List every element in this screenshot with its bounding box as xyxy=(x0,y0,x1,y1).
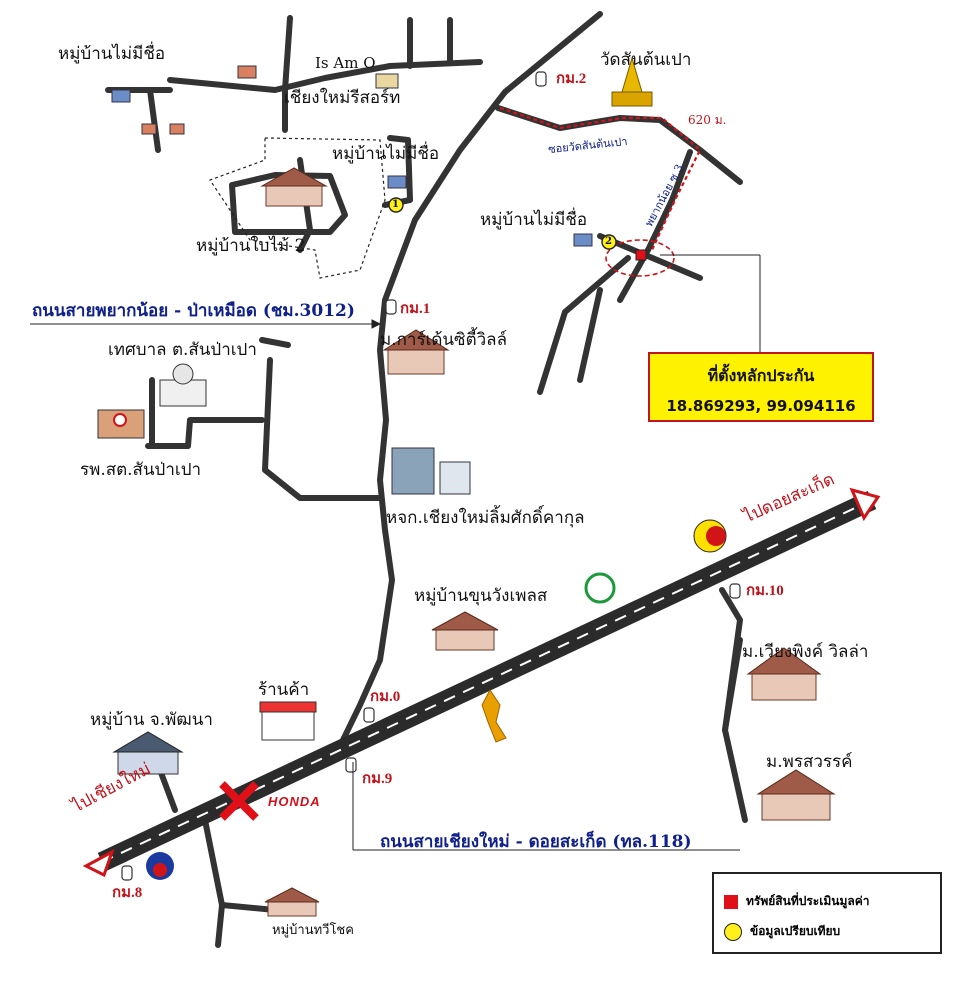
label-village-noname-right: หมู่บ้านไม่มีชื่อ xyxy=(480,210,588,230)
hospital-icon xyxy=(97,409,145,439)
callout-title: ที่ตั้งหลักประกัน xyxy=(707,366,815,385)
logo-thailand-map-icon xyxy=(481,689,507,743)
legend-asset-label: ทรัพย์สินที่ประเมินมูลค่า xyxy=(746,894,870,908)
arrow-to-chiang-mai xyxy=(82,848,115,878)
route-dotted-red xyxy=(499,106,702,251)
comparable-markers xyxy=(388,197,617,250)
label-chor-pattana: หมู่บ้าน จ.พัฒนา xyxy=(90,710,213,730)
asset-square-icon xyxy=(724,894,738,909)
label-road-118: ถนนสายเชียงใหม่ - ดอยสะเก็ด (ทล.118) xyxy=(380,832,692,852)
logo-shell-like-icon xyxy=(693,519,727,553)
asset-marker xyxy=(635,249,647,261)
label-road-3012: ถนนสายพยากน้อย - ป่าเหมือด (ชม.3012) xyxy=(32,301,355,321)
house-icon-baimai xyxy=(260,167,328,207)
km-marker-0: กม.0 xyxy=(370,689,401,705)
label-wat: วัดสันต้นเปา xyxy=(600,50,692,70)
building-icon-limsakdi xyxy=(391,447,471,495)
legend-row-asset: ทรัพย์สินที่ประเมินมูลค่า xyxy=(724,892,870,911)
small-house-icons xyxy=(111,65,593,247)
label-health-station: รพ.สต.สันป่าเปา xyxy=(80,460,202,480)
dotted-boundaries xyxy=(209,137,386,279)
house-icon-wiang-ping xyxy=(746,647,822,701)
house-icon-porn-sawan xyxy=(756,769,836,821)
label-shop: ร้านค้า xyxy=(258,680,310,700)
building-icon-municipality xyxy=(159,363,207,407)
label-village-noname-mid: หมู่บ้านไม่มีชื่อ xyxy=(332,144,440,164)
road-right-branch xyxy=(597,233,703,281)
arrow-118 xyxy=(352,762,740,851)
map-legend: ทรัพย์สินที่ประเมินมูลค่า ข้อมูลเปรียบเท… xyxy=(712,872,942,954)
label-garden-city: ม.การ์เด้นซิตี้วิลล์ xyxy=(380,330,508,350)
label-is-am-o: Is Am O xyxy=(315,54,376,72)
logo-ptt-icon xyxy=(146,852,174,880)
comparable-point-1: 1 xyxy=(392,199,399,210)
road-wiang xyxy=(722,637,748,823)
legend-row-comparable: ข้อมูลเปรียบเทียบ xyxy=(724,922,840,941)
logo-pt-icon xyxy=(584,572,616,604)
road-chor xyxy=(157,767,178,813)
label-porn-sawan: ม.พรสวรรค์ xyxy=(766,752,853,772)
arrow-3012 xyxy=(30,319,382,329)
road-top-left-v xyxy=(282,15,293,133)
road-3012-west xyxy=(259,337,291,348)
comparable-circle-icon xyxy=(724,922,742,941)
comparable-point-2: 2 xyxy=(605,236,612,247)
honda-cross-icon xyxy=(219,781,259,821)
temple-icon xyxy=(611,56,653,107)
road-top-left xyxy=(167,59,483,93)
house-icon-garden-city xyxy=(382,329,450,375)
road-right-branch3 xyxy=(577,287,603,383)
road-top-left-down xyxy=(147,87,161,153)
km-posts xyxy=(121,71,741,881)
road-baimai-loop xyxy=(229,172,348,235)
label-khun-wang: หมู่บ้านขุนวังเพลส xyxy=(414,586,548,606)
arrow-to-doi-saket xyxy=(849,487,881,522)
label-resort: เชียงใหม่รีสอร์ท xyxy=(284,88,401,108)
house-icon-khun-wang xyxy=(431,611,499,651)
shop-icon xyxy=(259,701,317,741)
label-honda: HONDA xyxy=(268,794,321,809)
road-payak-soi3 xyxy=(617,149,693,303)
road-municipality xyxy=(262,357,383,501)
road-health xyxy=(145,417,265,449)
km-marker-1: กม.1 xyxy=(400,301,431,317)
km-marker-8: กม.8 xyxy=(112,885,143,901)
km-marker-2: กม.2 xyxy=(556,71,587,87)
callout-coordinates: 18.869293, 99.094116 xyxy=(666,397,856,415)
road-tawichok-branch xyxy=(219,902,278,913)
house-icon-tawichok xyxy=(264,887,320,917)
label-municipality: เทศบาล ต.สันป่าเปา xyxy=(108,340,257,360)
label-village-noname-top: หมู่บ้านไม่มีชื่อ xyxy=(58,44,166,64)
km-marker-10: กม.10 xyxy=(746,583,784,599)
km-marker-9: กม.9 xyxy=(362,771,393,787)
highway-118 xyxy=(82,487,881,878)
collateral-callout: ที่ตั้งหลักประกัน 18.869293, 99.094116 xyxy=(648,352,874,422)
label-village-baimai: หมู่บ้านใบไม้ 2 xyxy=(196,236,306,256)
label-distance: 620 ม. xyxy=(688,113,727,127)
label-limsakdi: หจก.เชียงใหม่ลิ้มศักดิ์คากุล xyxy=(386,508,585,528)
legend-comparable-label: ข้อมูลเปรียบเทียบ xyxy=(750,924,841,938)
road-tawichok xyxy=(202,817,225,948)
label-tawichok: หมู่บ้านทวีโชค xyxy=(272,923,354,938)
road-main-north xyxy=(339,11,603,745)
house-icon-chor-pattana xyxy=(112,731,184,775)
road-right-branch2 xyxy=(537,255,631,395)
asset-area-ellipse xyxy=(605,239,675,277)
label-wiang-ping: ม.เวียงพิงค์ วิลล่า xyxy=(742,642,869,662)
